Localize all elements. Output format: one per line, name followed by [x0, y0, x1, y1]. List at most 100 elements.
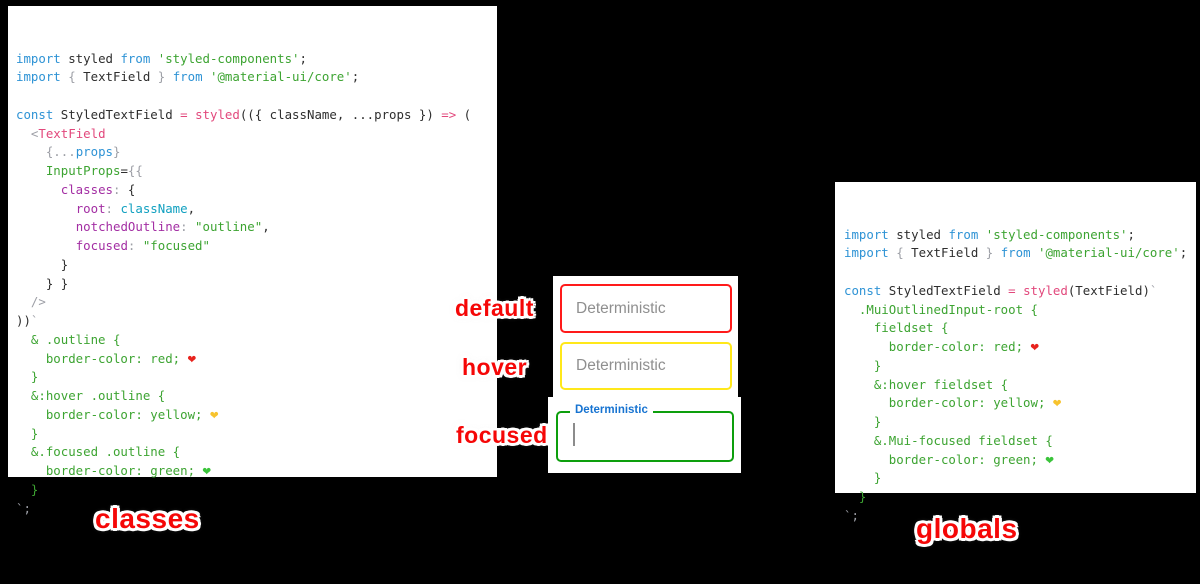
code-token: styled [1023, 282, 1068, 298]
code-token [1016, 283, 1023, 298]
code-token: border-color: yellow; [16, 406, 210, 422]
code-line [844, 263, 1196, 282]
code-token: focused [75, 238, 128, 253]
code-line: } [16, 368, 497, 387]
code-token [16, 182, 61, 197]
code-token: } } [16, 275, 69, 291]
code-token: from [120, 50, 151, 66]
code-line: classes: { [16, 181, 497, 200]
code-token: root [75, 200, 106, 216]
code-token: ; [1127, 226, 1135, 242]
textfield-placeholder: Deterministic [576, 357, 666, 374]
code-line: &.focused .outline { [16, 443, 497, 462]
code-line: import { TextField } from '@material-ui/… [16, 68, 497, 87]
code-token: TextField [38, 125, 106, 141]
code-token: border-color: red; [16, 350, 188, 366]
code-token: (({ className, ...props }) [239, 106, 442, 122]
code-token: ` [1149, 282, 1158, 298]
code-token: StyledTextField [53, 106, 181, 122]
code-token: styled [888, 226, 949, 242]
code-token: < [16, 125, 39, 141]
code-token: const [844, 282, 882, 298]
code-line: border-color: red; ❤ [16, 350, 497, 369]
right-code-panel: import styled from 'styled-components';i… [835, 182, 1196, 523]
code-token: {{ [127, 163, 143, 178]
code-line: root: className, [16, 200, 497, 219]
code-token: `; [16, 500, 31, 516]
textfield-focused[interactable]: Deterministic [556, 404, 734, 462]
code-token: : [112, 181, 128, 197]
code-token: "outline" [195, 219, 263, 235]
code-token: } [16, 369, 39, 385]
code-line: <TextField [16, 125, 497, 144]
textfield-default[interactable]: Deterministic [560, 284, 732, 333]
code-token: StyledTextField [881, 282, 1009, 298]
textfield-placeholder: Deterministic [576, 299, 666, 317]
code-token: : [105, 200, 121, 216]
code-token: '@material-ui/core' [1030, 245, 1180, 261]
code-token [16, 238, 76, 253]
code-token: .MuiOutlinedInput-root { [844, 301, 1038, 317]
code-token: ( [456, 106, 472, 122]
code-token: border-color: green; [16, 463, 203, 478]
code-token: className [120, 200, 188, 216]
code-token: InputProps [45, 163, 121, 178]
code-token: } [150, 69, 173, 85]
code-line: import styled from 'styled-components'; [844, 226, 1196, 245]
code-token: : [127, 238, 143, 253]
code-line: border-color: green; ❤ [16, 462, 497, 481]
code-token: } [844, 489, 867, 504]
left-code-panel: import styled from 'styled-components';i… [8, 6, 497, 516]
code-token: = [120, 163, 128, 178]
code-token: TextField [911, 245, 979, 261]
code-line: const StyledTextField = styled(TextField… [844, 282, 1196, 301]
code-token: (TextField) [1067, 282, 1150, 298]
code-line: const StyledTextField = styled(({ classN… [16, 106, 497, 125]
code-token: border-color: yellow; [844, 395, 1053, 411]
code-token: = [180, 106, 188, 122]
code-line: &:hover .outline { [16, 387, 497, 406]
code-token: import [16, 69, 61, 85]
code-token: &:hover .outline { [16, 388, 166, 403]
code-token [16, 201, 76, 216]
code-block-classes: import styled from 'styled-components';i… [16, 50, 497, 519]
code-line: {...props} [16, 143, 497, 162]
floating-label: Deterministic [570, 404, 653, 416]
code-line: } [16, 256, 497, 275]
code-token: classes [60, 181, 113, 197]
code-line: InputProps={{ [16, 162, 497, 181]
code-token: props [75, 144, 113, 160]
code-token: '@material-ui/core' [202, 69, 352, 85]
heart-emoji: ❤ [1052, 395, 1062, 412]
code-line: border-color: green; ❤ [844, 451, 1196, 470]
code-token [16, 163, 46, 178]
code-line: } [16, 481, 497, 500]
code-token: } [844, 414, 882, 429]
code-token: styled [195, 106, 240, 122]
code-line: border-color: red; ❤ [844, 338, 1196, 357]
code-token: )) [16, 313, 31, 328]
text-cursor-icon [573, 423, 575, 446]
code-token: ; [1179, 245, 1188, 261]
code-token: `; [844, 507, 859, 523]
code-line: } [844, 469, 1196, 488]
code-token: ; [351, 69, 360, 85]
code-token: import [844, 226, 889, 242]
code-token: , [187, 200, 196, 216]
code-token: "focused" [142, 238, 210, 253]
code-line: import styled from 'styled-components'; [16, 50, 497, 69]
code-token: 'styled-components' [978, 226, 1128, 242]
caption-globals: globals [916, 513, 1018, 544]
state-label-focused: focused [456, 422, 548, 448]
code-token: } [16, 425, 39, 441]
code-token: from [172, 69, 203, 85]
code-token: {... [16, 144, 76, 160]
code-token [188, 107, 195, 122]
textfield-hover[interactable]: Deterministic [560, 342, 732, 390]
code-line: notchedOutline: "outline", [16, 218, 497, 237]
state-label-hover: hover [462, 354, 528, 380]
code-token: &.focused .outline { [16, 444, 181, 460]
state-label-default: default [455, 295, 534, 321]
code-token: 'styled-components' [150, 50, 300, 66]
code-line: } [844, 357, 1196, 376]
